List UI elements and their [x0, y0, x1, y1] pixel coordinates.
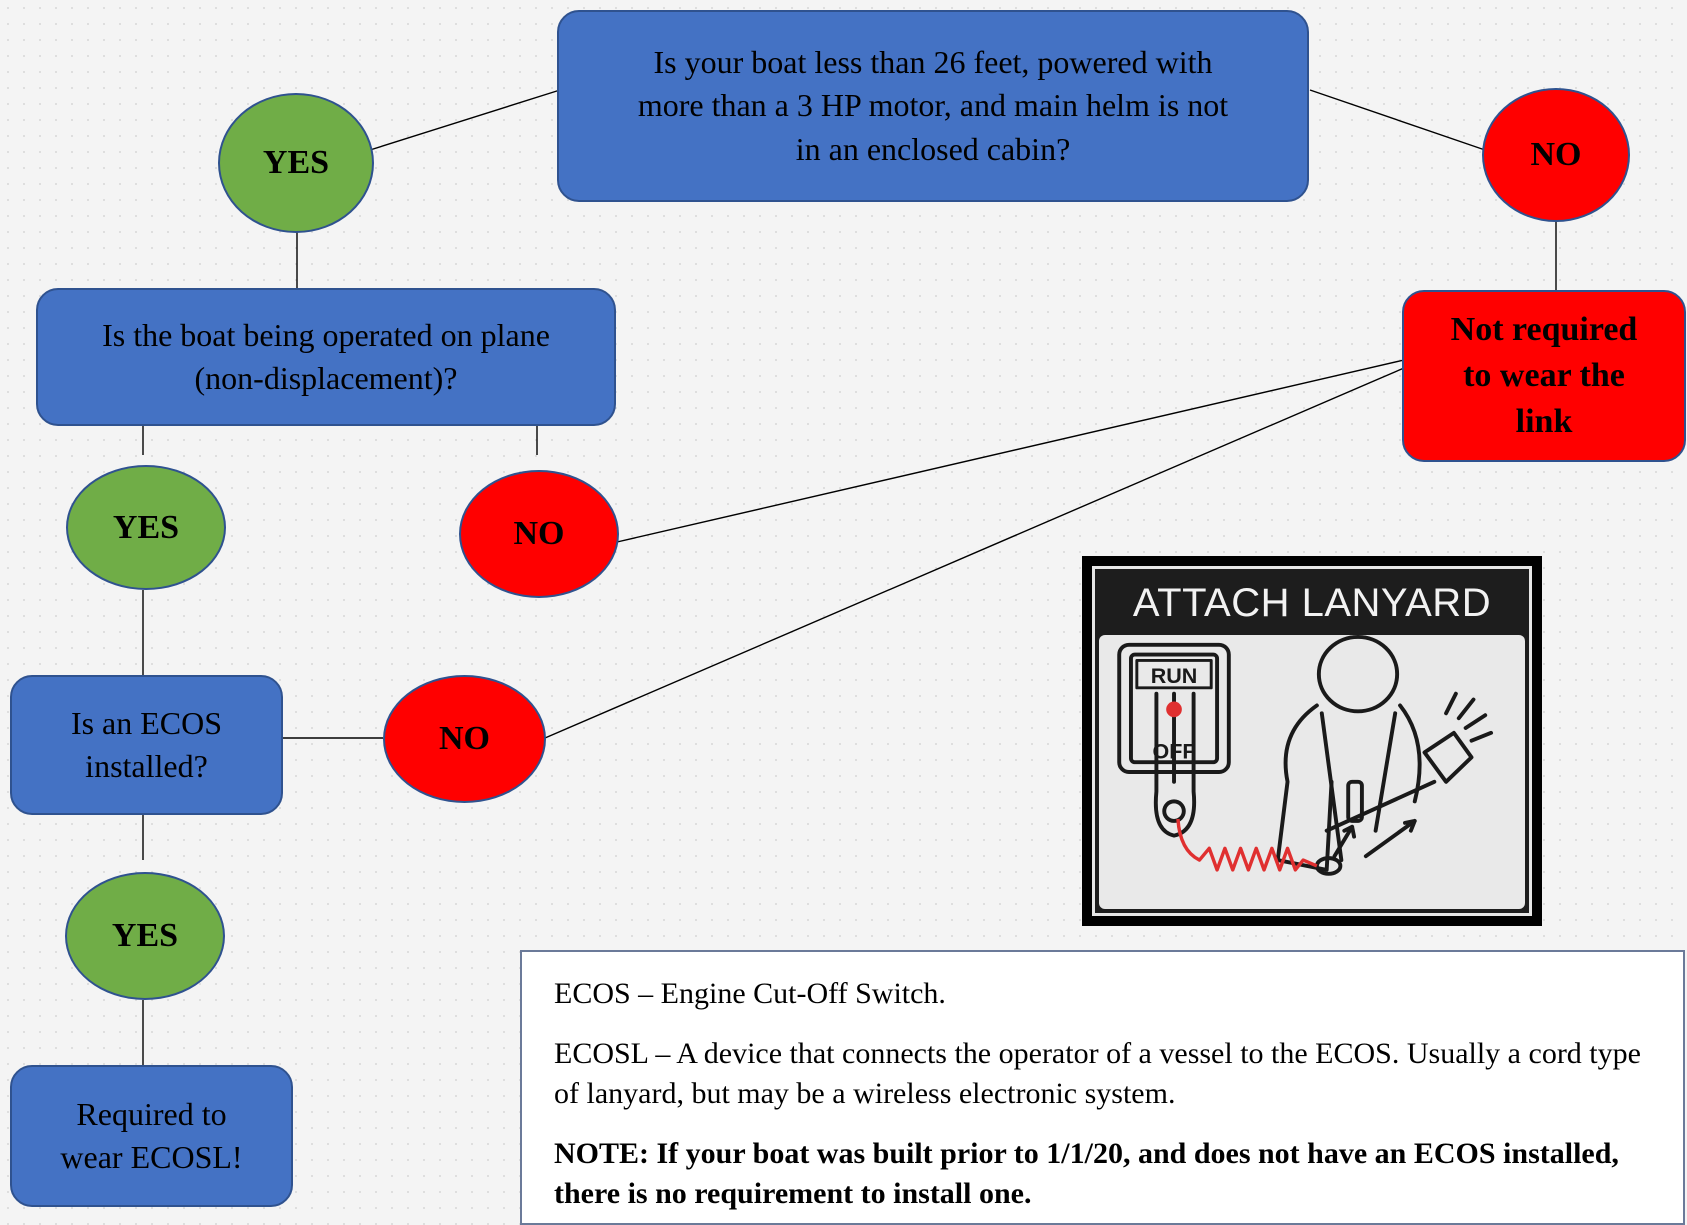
answer-yes-3-text: YES — [111, 917, 179, 954]
answer-no-1-text: NO — [1530, 136, 1582, 173]
question-ecos-installed-text: Is an ECOS installed? — [70, 704, 223, 784]
question-on-plane-text: Is the boat being operated on plane (non… — [102, 316, 550, 396]
ecos-definition: ECOS – Engine Cut-Off Switch. — [554, 977, 946, 1010]
answer-no-3: NO — [383, 675, 546, 803]
connector-no-2-to-not-required — [616, 359, 1405, 543]
attach-lanyard-title: ATTACH LANYARD — [1132, 581, 1492, 625]
result-required-text: Required to wear ECOSL! — [60, 1095, 243, 1175]
connector-question-boat-to-yes — [369, 89, 561, 151]
connector-question-boat-to-no — [1309, 89, 1486, 151]
off-label: OFF — [1153, 739, 1196, 763]
run-label: RUN — [1151, 664, 1198, 688]
connector-no-3-to-not-required — [544, 367, 1405, 739]
lanyard-pictogram: RUN OFF — [1099, 635, 1525, 909]
lanyard-coil — [1176, 818, 1318, 872]
lanyard-pictogram-drawing: RUN OFF — [1117, 635, 1494, 876]
install-note: NOTE: If your boat was built prior to 1/… — [554, 1136, 1619, 1210]
result-not-required: Not required to wear the link — [1402, 290, 1686, 462]
answer-no-3-text: NO — [439, 720, 490, 757]
result-not-required-text: Not required to wear the link — [1450, 311, 1638, 440]
vest-clip — [1346, 779, 1364, 823]
operator-glove — [1444, 691, 1494, 743]
question-on-plane: Is the boat being operated on plane (non… — [36, 288, 616, 426]
answer-yes-1: YES — [218, 93, 374, 233]
answer-no-2-text: NO — [513, 515, 565, 552]
question-boat-size: Is your boat less than 26 feet, powered … — [557, 10, 1309, 202]
attach-arrow-1 — [1332, 824, 1357, 859]
result-required: Required to wear ECOSL! — [10, 1065, 293, 1207]
ecosl-definition: ECOSL – A device that connects the opera… — [554, 1036, 1641, 1110]
definitions-notes-box: ECOS – Engine Cut-Off Switch. ECOSL – A … — [520, 950, 1685, 1225]
run-indicator-dot — [1166, 701, 1182, 718]
switch-lever-ring — [1162, 799, 1186, 823]
question-boat-size-text: Is your boat less than 26 feet, powered … — [637, 44, 1229, 167]
attach-lanyard-label: ATTACH LANYARD — [1092, 566, 1532, 916]
operator-head — [1316, 635, 1400, 714]
attach-lanyard-image: ATTACH LANYARD — [1082, 556, 1542, 926]
run-label-box — [1135, 658, 1213, 690]
answer-yes-1-text: YES — [262, 144, 330, 181]
operator-arm — [1324, 730, 1474, 833]
answer-yes-2: YES — [66, 465, 226, 590]
question-ecos-installed: Is an ECOS installed? — [10, 675, 283, 815]
answer-no-1: NO — [1482, 88, 1630, 222]
answer-yes-3: YES — [65, 872, 225, 1000]
answer-yes-2-text: YES — [112, 508, 180, 546]
answer-no-2: NO — [459, 470, 619, 598]
operator-vest — [1319, 711, 1398, 863]
attach-arrow-2 — [1363, 818, 1417, 859]
